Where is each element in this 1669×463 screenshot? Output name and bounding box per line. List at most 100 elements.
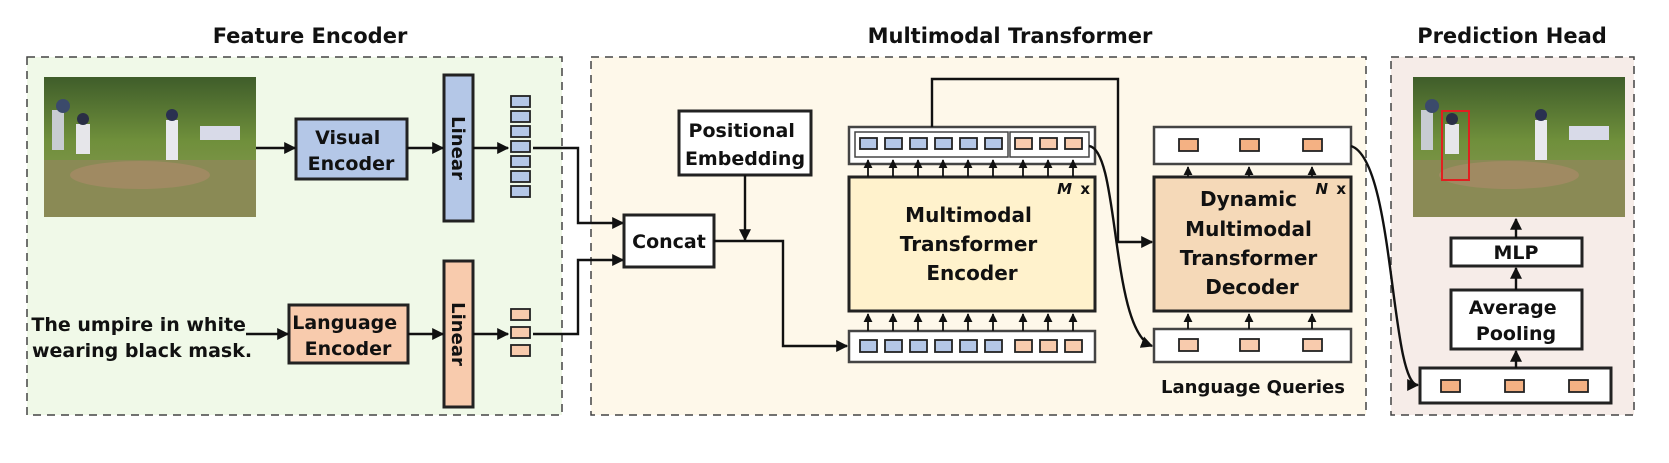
encoder-input-tokens — [859, 339, 1083, 353]
prediction-token — [1440, 379, 1461, 393]
decoder-output-tokens — [1178, 138, 1323, 152]
positional-embedding-label: Positional Embedding — [685, 120, 805, 170]
decoder-input-arrows — [1183, 313, 1317, 329]
transformer-encoder-label-line2: Transformer — [900, 232, 1038, 256]
query-text-line2: wearing black mask. — [32, 340, 252, 362]
transformer-encoder-label-line3: Encoder — [926, 261, 1017, 285]
encoder-output-token — [1039, 137, 1058, 150]
prediction-token — [1568, 379, 1589, 393]
input-image — [44, 77, 256, 217]
positional-embedding-label-line2: Embedding — [685, 148, 805, 170]
encoder-output-token — [984, 137, 1003, 150]
positional-embedding-label-line1: Positional — [689, 120, 795, 142]
language-encoder-label: Language Encoder — [292, 312, 404, 360]
transformer-encoder-box — [847, 175, 1097, 313]
decoder-repeat-label: N x — [1316, 180, 1347, 198]
language-query-token — [1178, 338, 1199, 352]
encoder-repeat-suffix: x — [1080, 180, 1090, 198]
concat-label: Concat — [632, 231, 706, 253]
arrow-encoder-language-to-queries — [1088, 144, 1154, 348]
encoder-output-arrows — [863, 159, 1078, 177]
visual-token — [510, 185, 531, 198]
language-query-token — [1302, 338, 1323, 352]
encoder-output-token — [934, 137, 953, 150]
encoder-input-token — [1039, 339, 1058, 353]
positional-embedding-box — [677, 109, 813, 177]
average-pooling-label: Average Pooling — [1469, 297, 1564, 345]
predicted-bounding-box — [1441, 110, 1470, 181]
encoder-input-token — [884, 339, 903, 353]
transformer-decoder-label-line1: Dynamic — [1200, 187, 1297, 211]
arrow-concat-to-encoder-input — [714, 239, 849, 352]
average-pooling-label-line1: Average — [1469, 297, 1557, 319]
transformer-encoder-label-line1: Multimodal — [905, 203, 1032, 227]
visual-token — [510, 95, 531, 108]
language-token — [510, 344, 531, 357]
visual-token — [510, 170, 531, 183]
arrow-visual-tokens-to-concat — [533, 146, 625, 229]
encoder-output-visual-group — [854, 131, 1009, 158]
arrow-language-tokens-to-concat — [533, 254, 625, 336]
encoder-output-token — [859, 137, 878, 150]
linear-bottom-label: Linear — [447, 302, 468, 366]
encoder-input-token — [909, 339, 928, 353]
encoder-output-token — [959, 137, 978, 150]
linear-top-box — [442, 73, 475, 223]
language-query-tokens — [1178, 338, 1323, 352]
visual-token — [510, 140, 531, 153]
decoder-output-token — [1302, 138, 1323, 152]
transformer-decoder-label-line3: Transformer — [1180, 246, 1318, 270]
encoder-output-token — [1064, 137, 1083, 150]
visual-encoder-label-line2: Encoder — [308, 153, 395, 175]
encoder-input-token — [959, 339, 978, 353]
decoder-repeat-suffix: x — [1336, 180, 1346, 198]
transformer-decoder-label: Dynamic Multimodal Transformer Decoder — [1180, 187, 1325, 299]
visual-encoder-label-line1: Visual — [315, 127, 380, 149]
encoder-output-token — [1014, 137, 1033, 150]
encoder-repeat-label: M x — [1057, 180, 1090, 198]
encoder-output-token — [884, 137, 903, 150]
average-pooling-label-line2: Pooling — [1476, 323, 1556, 345]
linear-top-label: Linear — [447, 116, 468, 180]
decoder-output-token — [1178, 138, 1199, 152]
language-encoder-box — [287, 303, 410, 365]
decoder-output-token — [1239, 138, 1260, 152]
prediction-token — [1504, 379, 1525, 393]
decoder-output-arrows — [1183, 166, 1317, 177]
encoder-repeat-letter: M — [1057, 180, 1072, 198]
language-token — [510, 308, 531, 321]
language-encoder-label-line2: Encoder — [305, 338, 392, 360]
mlp-label: MLP — [1494, 242, 1539, 264]
transformer-decoder-label-line2: Multimodal — [1185, 217, 1312, 241]
encoder-input-token — [859, 339, 878, 353]
decoder-repeat-letter: N — [1316, 180, 1329, 198]
multimodal-transformer-title: Multimodal Transformer — [868, 24, 1153, 48]
prediction-head-title: Prediction Head — [1417, 24, 1607, 48]
visual-token — [510, 155, 531, 168]
encoder-input-token — [984, 339, 1003, 353]
language-token — [510, 326, 531, 339]
transformer-encoder-label: Multimodal Transformer Encoder — [900, 203, 1045, 285]
visual-encoder-label: Visual Encoder — [308, 127, 395, 175]
query-text: The umpire in white wearing black mask. — [31, 314, 252, 362]
output-image — [1413, 77, 1625, 217]
encoder-input-token — [1014, 339, 1033, 353]
feature-encoder-title: Feature Encoder — [213, 24, 408, 48]
encoder-input-token — [934, 339, 953, 353]
prediction-tokens — [1440, 379, 1589, 393]
language-query-token — [1239, 338, 1260, 352]
transformer-decoder-box — [1152, 175, 1353, 313]
language-feature-tokens — [510, 308, 531, 357]
concat-box — [622, 213, 716, 269]
language-queries-label: Language Queries — [1161, 377, 1345, 398]
mlp-box — [1449, 236, 1584, 268]
encoder-input-token — [1064, 339, 1083, 353]
arrow-encoder-memory-to-decoder — [930, 77, 1154, 248]
visual-token — [510, 125, 531, 138]
visual-token — [510, 110, 531, 123]
query-text-line1: The umpire in white — [31, 314, 246, 336]
transformer-decoder-label-line4: Decoder — [1205, 275, 1299, 299]
encoder-output-tokens — [859, 137, 1083, 150]
encoder-output-language-group — [1009, 131, 1090, 158]
